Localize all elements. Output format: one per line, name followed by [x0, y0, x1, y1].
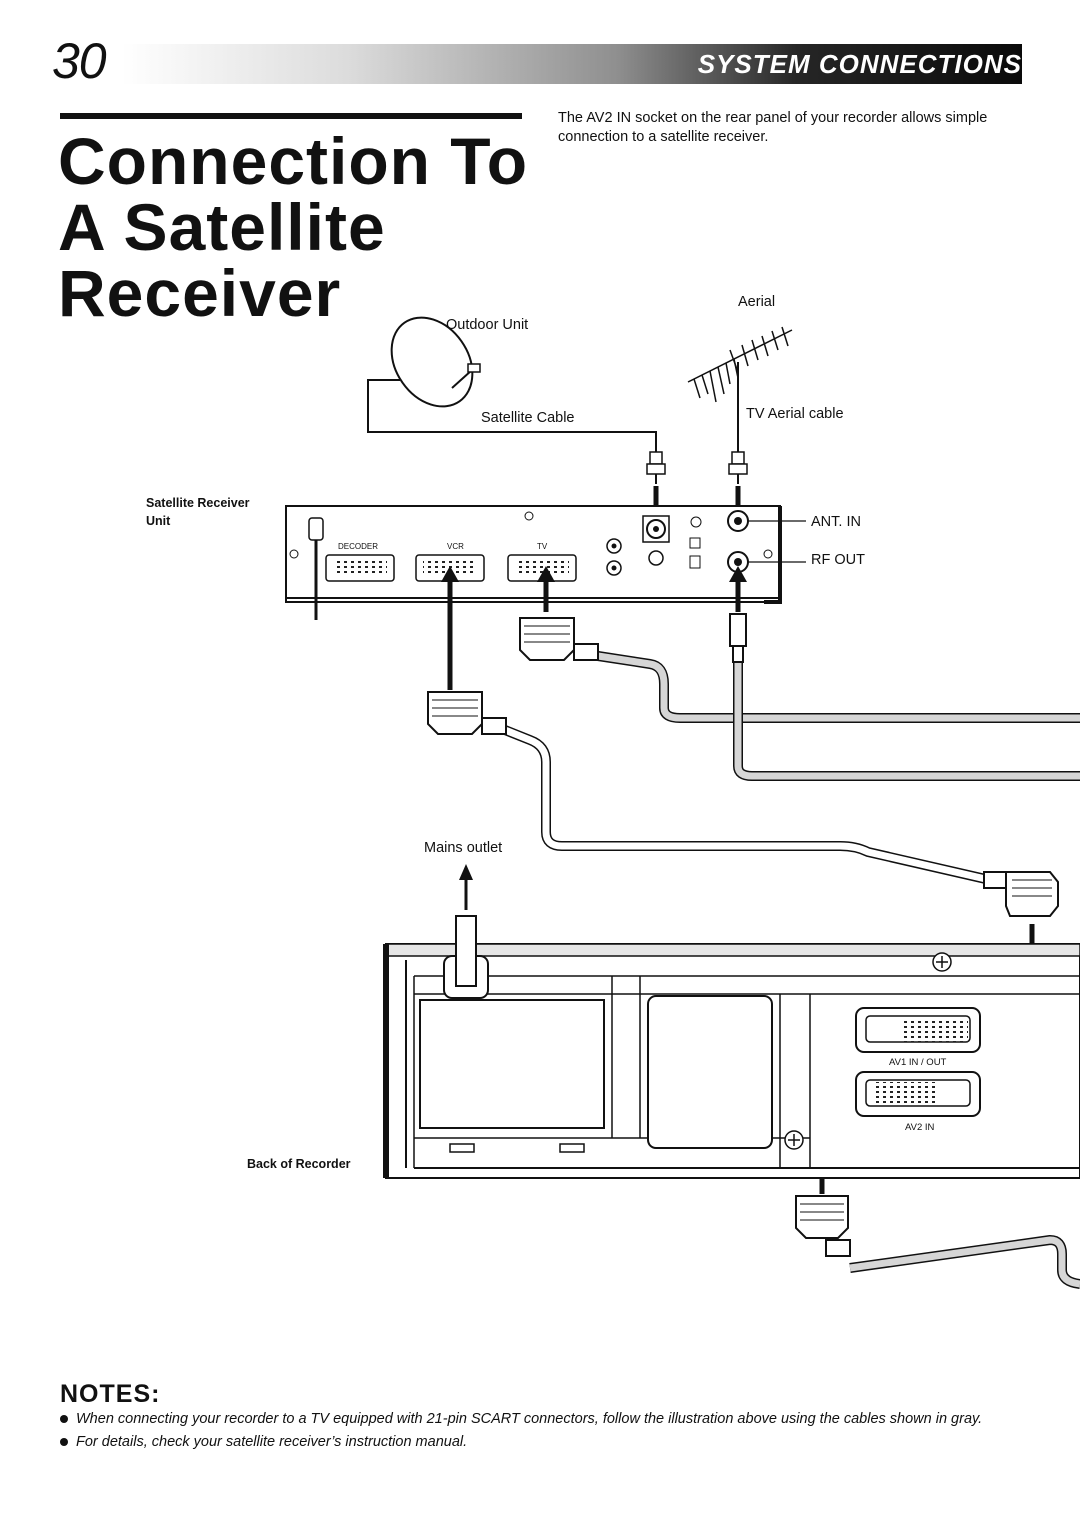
note-item: For details, check your satellite receiv…	[60, 1434, 1050, 1451]
mains-outlet-label: Mains outlet	[424, 840, 502, 856]
title-line-1: Connection To	[58, 124, 529, 198]
gray-cables	[597, 651, 1080, 1289]
notes-heading: NOTES:	[60, 1380, 161, 1408]
vcr-scart-arrow-icon	[441, 566, 459, 690]
scart-plug-av1-icon	[795, 1195, 851, 1257]
section-title: SYSTEM CONNECTIONS	[697, 49, 1022, 79]
rf-out-label: RF OUT	[811, 552, 865, 568]
av1-in-out-label: AV1 IN / OUT	[889, 1057, 947, 1068]
page-title: Connection To A Satellite Receiver	[58, 128, 528, 326]
page-number: 30	[52, 33, 107, 89]
recorder-back-panel	[383, 915, 1080, 1179]
intro-paragraph: The AV2 IN socket on the rear panel of y…	[558, 110, 988, 145]
tv-socket-label: TV	[537, 542, 548, 551]
back-of-recorder-label: Back of Recorder	[247, 1157, 351, 1171]
satellite-dish-icon	[367, 316, 657, 452]
title-rule	[60, 113, 522, 119]
notes-list: When connecting your recorder to a TV eq…	[60, 1411, 1050, 1457]
title-line-3: Receiver	[58, 256, 342, 330]
rf-plug-icon	[729, 613, 747, 663]
satellite-cable-label: Satellite Cable	[481, 410, 575, 426]
tv-aerial-cable-label: TV Aerial cable	[746, 406, 844, 422]
scart-plug-vcr-icon	[427, 691, 507, 735]
scart-cable-black	[498, 723, 992, 885]
aerial-label: Aerial	[738, 294, 775, 310]
aerial-plug-icon	[728, 451, 748, 484]
av2-in-label: AV2 IN	[905, 1122, 935, 1133]
satellite-receiver	[285, 505, 806, 620]
scart-plug-av2-icon	[983, 871, 1059, 917]
aerial-icon	[687, 326, 793, 452]
outdoor-unit-label: Outdoor Unit	[446, 317, 528, 333]
satellite-plug-icon	[646, 451, 666, 484]
ant-in-label: ANT. IN	[811, 514, 861, 530]
vcr-socket-label: VCR	[447, 542, 464, 551]
note-item: When connecting your recorder to a TV eq…	[60, 1411, 1050, 1428]
tv-scart-arrow-icon	[537, 566, 555, 612]
rf-out-arrow-icon	[729, 566, 747, 612]
scart-plug-tv-icon	[519, 617, 599, 661]
satellite-receiver-label-unit: Unit	[146, 514, 171, 528]
satellite-receiver-label: Satellite Receiver	[146, 496, 250, 510]
mains-arrow-icon	[459, 864, 473, 910]
title-line-2: A Satellite	[58, 190, 386, 264]
decoder-socket-label: DECODER	[338, 542, 378, 551]
header-bar	[122, 44, 1022, 84]
